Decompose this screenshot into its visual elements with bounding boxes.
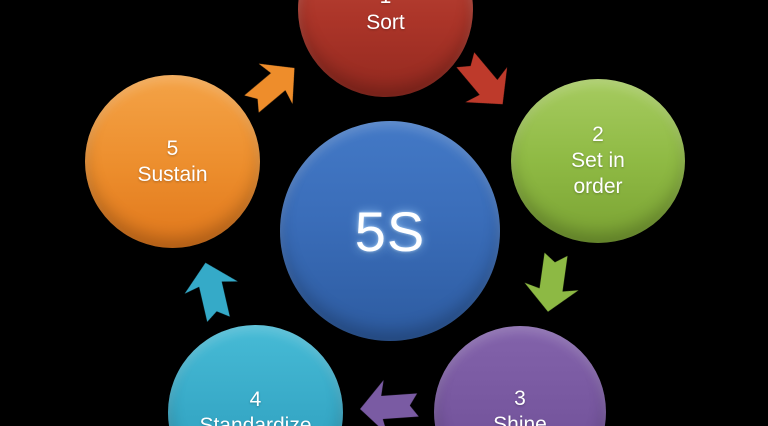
arrow-1-to-2-icon bbox=[443, 40, 526, 123]
step-5-number: 5 bbox=[166, 136, 179, 160]
step-circle-sustain: 5 Sustain bbox=[85, 75, 260, 248]
step-2-label: Set in order bbox=[571, 149, 625, 198]
step-3-number: 3 bbox=[514, 387, 526, 410]
step-5-label: Sustain bbox=[137, 162, 208, 186]
step-4-label: Standardize bbox=[199, 413, 312, 426]
step-circle-standardize: 4 Standardize bbox=[168, 325, 343, 426]
step-4-number: 4 bbox=[249, 387, 262, 411]
step-2-text: 2 Set in order bbox=[552, 122, 644, 200]
step-1-label: Sort bbox=[366, 10, 405, 34]
step-circle-shine: 3 Shine bbox=[434, 326, 606, 426]
step-4-text: 4 Standardize bbox=[199, 387, 311, 426]
step-2-number: 2 bbox=[592, 123, 604, 146]
center-circle: 5S bbox=[280, 121, 500, 341]
arrow-4-to-5-icon bbox=[177, 255, 247, 327]
arrow-3-to-4-icon bbox=[358, 375, 420, 426]
step-3-label: Shine bbox=[493, 413, 547, 426]
arrow-2-to-3-icon bbox=[519, 250, 585, 316]
step-5-text: 5 Sustain bbox=[137, 136, 207, 188]
step-1-number: 1 bbox=[366, 0, 405, 10]
center-label: 5S bbox=[354, 199, 426, 263]
arrow-5-to-1-icon bbox=[233, 46, 313, 126]
step-circle-set-in-order: 2 Set in order bbox=[511, 79, 685, 243]
step-1-text: 1 Sort bbox=[366, 0, 405, 36]
step-3-text: 3 Shine bbox=[493, 386, 547, 426]
